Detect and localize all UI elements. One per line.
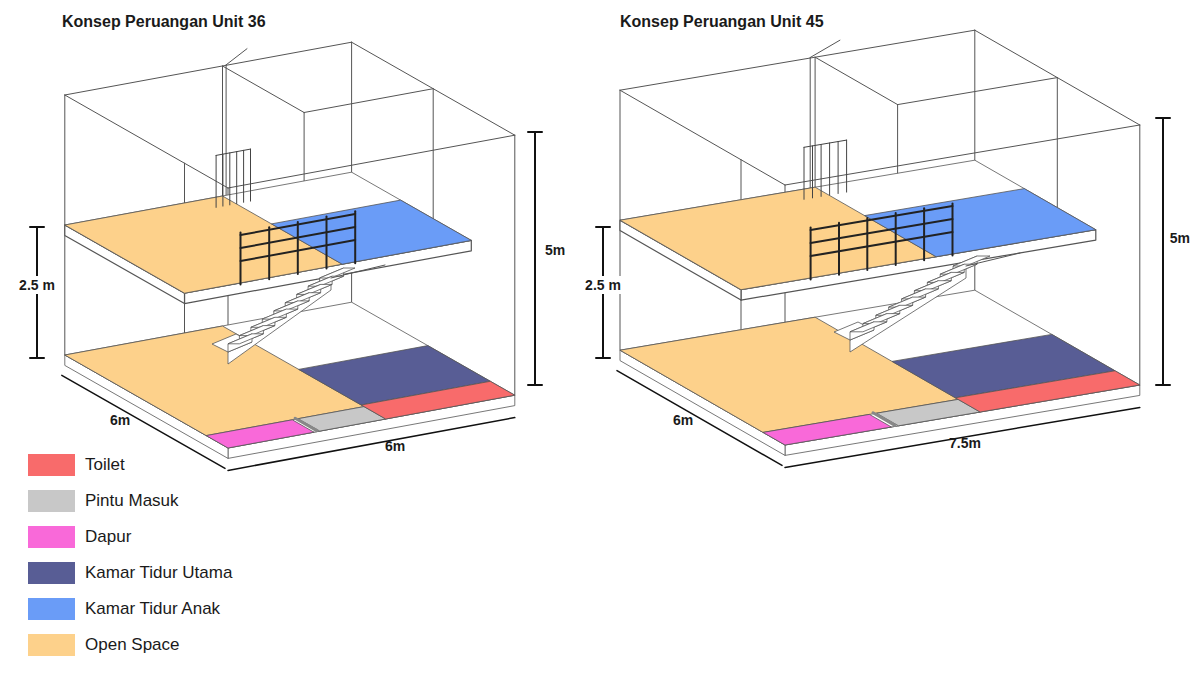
room-edge: [815, 57, 898, 104]
room-edge: [433, 89, 434, 219]
balustrade-post: [829, 143, 830, 195]
room-edge: [898, 78, 1058, 105]
legend-text: Kamar Tidur Utama: [85, 562, 232, 584]
room-edge: [815, 57, 816, 187]
dimension-label: 6m: [671, 411, 695, 429]
balustrade-post: [821, 144, 822, 196]
floor: [620, 290, 1140, 445]
dimension-bar: [1162, 118, 1164, 385]
room-edge: [1057, 78, 1058, 208]
toilet-zone: [361, 381, 515, 419]
railing-post: [326, 217, 328, 269]
dimension-tick: [528, 131, 542, 133]
balustrade-post: [250, 149, 251, 201]
diagram-title: Konsep Peruangan Unit 45: [620, 13, 824, 31]
dimension-label: 2.5 m: [17, 276, 57, 294]
upper-floor: [65, 172, 472, 293]
roof-edge: [228, 135, 515, 188]
room-edge: [226, 49, 247, 65]
roof-edge: [65, 42, 352, 95]
kitchen-zone: [206, 420, 314, 448]
stair-edge: [966, 253, 1020, 266]
dimension-line: [62, 375, 225, 468]
dimension-line: [228, 418, 515, 471]
railing-post: [268, 227, 270, 279]
wall-edge: [1139, 125, 1140, 385]
dimension-tick: [30, 357, 44, 359]
wall-edge: [514, 135, 515, 395]
balustrade-post: [236, 152, 237, 204]
railing-post: [838, 223, 840, 275]
balustrade-rail: [216, 149, 250, 155]
stair-tread: [850, 322, 887, 332]
dimension-line: [617, 371, 782, 466]
railing-rail: [811, 232, 953, 256]
dimension-line: [785, 407, 1140, 467]
stair-stringer: [850, 266, 966, 352]
railing-post: [952, 204, 954, 256]
legend-swatch: [28, 454, 75, 476]
dimension-tick: [1156, 117, 1170, 119]
railing-post: [240, 233, 242, 285]
railing-post: [810, 228, 812, 280]
roof-edge: [620, 90, 785, 185]
railing-post: [895, 213, 897, 265]
railing-rail: [811, 219, 953, 243]
balustrade-post: [222, 154, 223, 206]
roof-edge: [65, 95, 228, 188]
legend-text: Dapur: [85, 526, 131, 548]
upper-floor: [620, 160, 1096, 290]
dimension-label: 6m: [383, 437, 407, 455]
dimension-label: 5m: [1168, 229, 1192, 247]
roof-edge: [620, 30, 975, 90]
balustrade-post: [229, 153, 230, 205]
door-wall: [295, 418, 317, 430]
dimension-label: 6m: [108, 411, 132, 429]
legend-text: Kamar Tidur Anak: [85, 598, 220, 620]
balustrade-post: [838, 142, 839, 194]
balustrade-post: [846, 140, 847, 192]
legend-swatch: [28, 490, 75, 512]
balustrade-post: [216, 155, 217, 207]
upper-open-space-zone: [65, 196, 342, 293]
child-bedroom-zone: [272, 200, 472, 264]
legend-swatch: [28, 526, 75, 548]
stair-tread: [228, 334, 263, 344]
railing-rail: [811, 206, 953, 230]
dimension-tick: [30, 226, 44, 228]
dimension-tick: [528, 384, 542, 386]
dimension-tick: [596, 357, 610, 359]
dimension-tick: [1156, 384, 1170, 386]
room-edge: [810, 40, 840, 57]
legend-swatch: [28, 562, 75, 584]
legend-text: Pintu Masuk: [85, 490, 179, 512]
upper-open-space-zone: [620, 187, 936, 290]
legend-swatch: [28, 598, 75, 620]
stair-edge: [331, 265, 385, 278]
railing-post: [866, 218, 868, 270]
room-edge: [223, 66, 305, 113]
legend-text: Open Space: [85, 634, 180, 656]
dimension-label: 2.5 m: [583, 276, 623, 294]
kitchen-zone: [763, 414, 891, 445]
toilet-zone: [955, 371, 1139, 412]
dimension-bar: [534, 132, 536, 385]
railing-post: [297, 222, 299, 274]
floor: [65, 302, 515, 448]
diagram-title: Konsep Peruangan Unit 36: [62, 13, 266, 31]
balustrade-post: [804, 147, 805, 199]
legend-swatch: [28, 634, 75, 656]
door-wall: [873, 413, 895, 426]
railing-post: [923, 208, 925, 260]
legend-text: Toilet: [85, 454, 125, 476]
dimension-tick: [596, 226, 610, 228]
balustrade-post: [243, 150, 244, 202]
railing-post: [354, 211, 356, 263]
dimension-label: 5m: [543, 241, 567, 259]
dimension-label: 7.5m: [947, 434, 983, 452]
room-edge: [304, 89, 433, 113]
balustrade-rail: [804, 140, 847, 147]
child-bedroom-zone: [865, 189, 1096, 257]
balustrade-post: [812, 146, 813, 198]
